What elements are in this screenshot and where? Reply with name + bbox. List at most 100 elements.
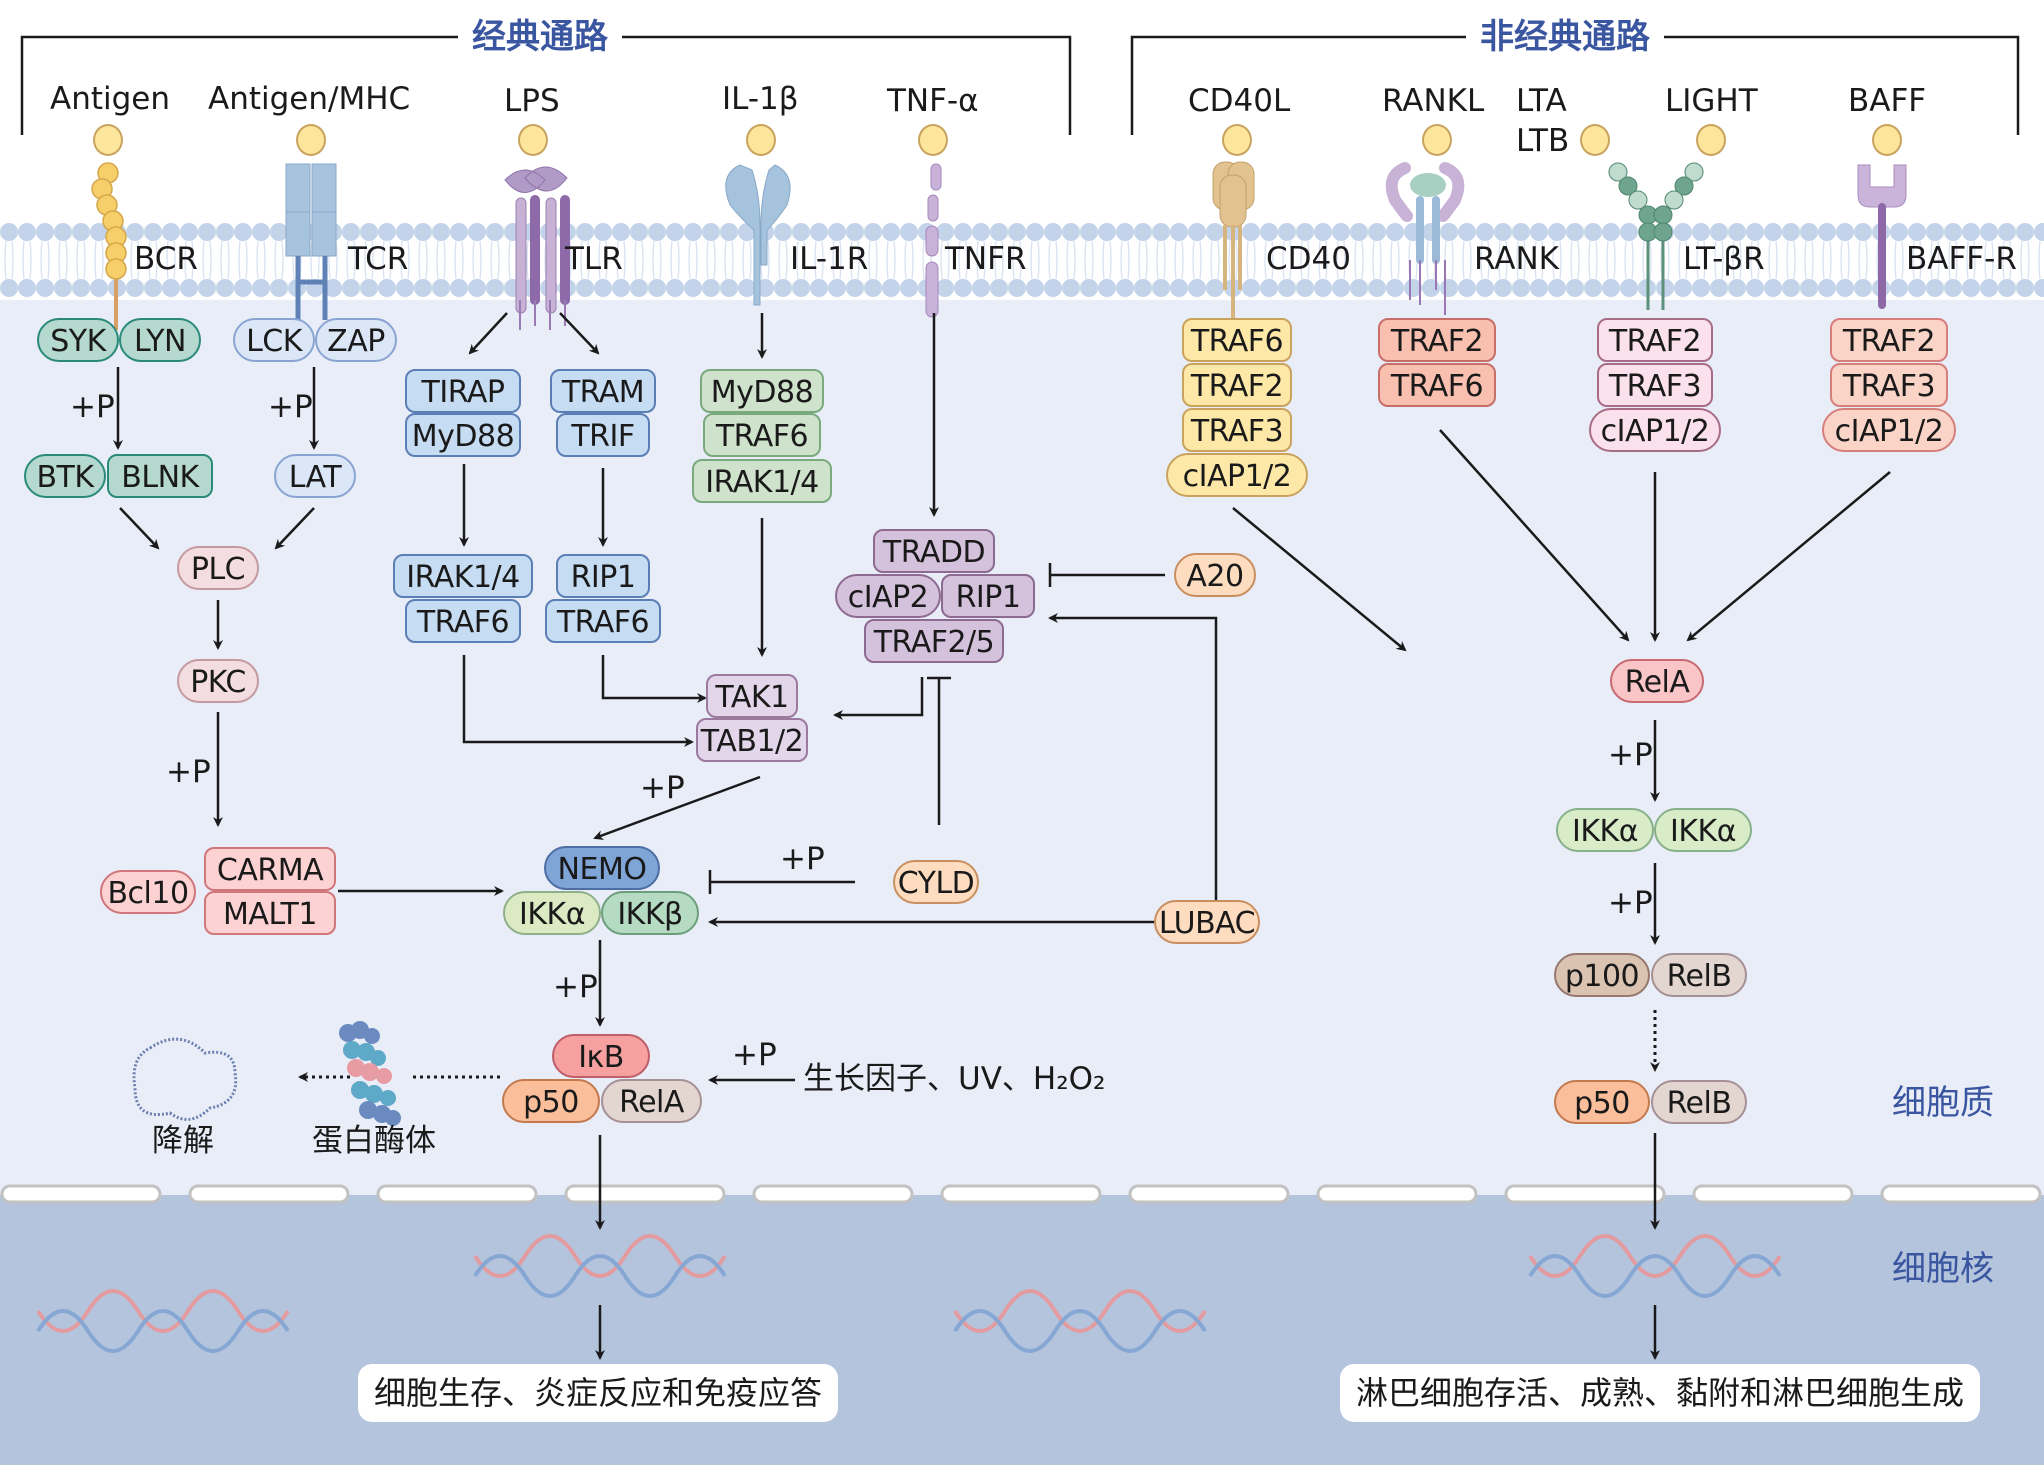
nucleus-label: 细胞核 [1892, 1249, 1994, 1289]
cell-membrane [0, 220, 2044, 300]
node-rank-traf2: TRAF2 [1378, 318, 1496, 362]
node-baffr-traf2: TRAF2 [1830, 318, 1948, 362]
node-tradd: TRADD [873, 529, 995, 573]
phospho-label: +P [1608, 885, 1653, 921]
node-cd40-ciap: cIAP1/2 [1166, 453, 1308, 497]
node-rip1-tlr: RIP1 [556, 554, 650, 598]
node-rela: RelA [601, 1079, 702, 1123]
node-lubac: LUBAC [1154, 900, 1260, 944]
node-rela-noncanonical: RelA [1610, 659, 1704, 703]
stimuli-label: 生长因子、UV、H₂O₂ [803, 1061, 1106, 1097]
phospho-label: +P [780, 841, 825, 877]
receptor-tlr-label: TLR [565, 241, 623, 277]
node-baffr-traf3: TRAF3 [1830, 363, 1948, 407]
section-title-noncanonical: 非经典通路 [1466, 20, 1664, 54]
node-ikka-nc-1: IKKα [1556, 808, 1654, 852]
node-relb-2: RelB [1651, 1080, 1747, 1124]
node-myd88-il1: MyD88 [700, 369, 824, 413]
node-bcl10: Bcl10 [100, 870, 196, 914]
receptor-cd40-label: CD40 [1266, 241, 1351, 277]
node-traf25: TRAF2/5 [864, 619, 1004, 663]
receptor-rank-label: RANK [1474, 241, 1560, 277]
phospho-label: +P [553, 969, 598, 1005]
node-zap: ZAP [315, 318, 397, 362]
ligand-cd40l-icon [1222, 124, 1252, 156]
cytoplasm-region [0, 225, 2044, 1195]
node-pkc: PKC [177, 659, 259, 703]
node-plc: PLC [177, 546, 259, 590]
ligand-antigen-mhc-icon [296, 124, 326, 156]
phospho-label: +P [732, 1037, 777, 1073]
receptor-tnfr-label: TNFR [945, 241, 1027, 277]
node-ikka-nc-2: IKKα [1654, 808, 1752, 852]
node-lck: LCK [233, 318, 315, 362]
ligand-rankl-icon [1422, 124, 1452, 156]
node-tram: TRAM [550, 369, 656, 413]
ligand-rankl-label: RANKL [1382, 83, 1485, 119]
ligand-tnfa-icon [918, 124, 948, 156]
node-carma: CARMA [204, 847, 336, 891]
node-a20: A20 [1174, 553, 1256, 597]
ligand-antigen-icon [93, 124, 123, 156]
ligand-antigen-mhc-label: Antigen/MHC [208, 81, 411, 117]
node-cd40-traf3: TRAF3 [1182, 408, 1292, 452]
receptor-ltbr-label: LT-βR [1683, 241, 1765, 277]
node-p50: p50 [502, 1079, 600, 1123]
node-p50-noncanonical: p50 [1554, 1080, 1650, 1124]
node-cyld: CYLD [893, 860, 979, 904]
outcome-noncanonical: 淋巴细胞存活、成熟、黏附和淋巴细胞生成 [1340, 1364, 1981, 1422]
ligand-il1b-label: IL-1β [722, 81, 799, 117]
receptor-il1r-label: IL-1R [790, 241, 869, 277]
node-irak14-tlr: IRAK1/4 [393, 554, 533, 598]
ligand-light-label: LIGHT [1665, 83, 1758, 119]
node-traf6-tlr-1: TRAF6 [405, 599, 521, 643]
node-tab12: TAB1/2 [696, 718, 808, 762]
node-ikka: IKKα [503, 891, 601, 935]
node-malt1: MALT1 [204, 891, 336, 935]
node-lyn: LYN [119, 318, 201, 362]
node-ltbr-traf3: TRAF3 [1597, 363, 1713, 407]
node-tirap: TIRAP [405, 369, 521, 413]
phospho-label: +P [268, 389, 313, 425]
ligand-tnfa-label: TNF-α [887, 83, 979, 119]
ligand-lps-icon [518, 124, 548, 156]
node-rip1-tnf: RIP1 [941, 574, 1035, 618]
phospho-label: +P [166, 754, 211, 790]
node-traf6-tlr-2: TRAF6 [545, 599, 661, 643]
node-blnk: BLNK [107, 454, 213, 498]
node-cd40-traf6: TRAF6 [1182, 318, 1292, 362]
cytoplasm-label: 细胞质 [1892, 1083, 1994, 1123]
section-title-canonical: 经典通路 [458, 20, 622, 54]
ligand-ltb-label: LTB [1516, 123, 1570, 159]
nuclear-envelope [0, 1184, 2042, 1204]
ligand-baff-label: BAFF [1848, 83, 1927, 119]
ligand-light-icon [1696, 124, 1726, 156]
ligand-lta-ltb-icon [1580, 124, 1610, 156]
phospho-label: +P [70, 389, 115, 425]
ligand-antigen-label: Antigen [50, 81, 171, 117]
proteasome-label: 蛋白酶体 [312, 1123, 436, 1159]
node-cd40-traf2: TRAF2 [1182, 363, 1292, 407]
node-nemo: NEMO [544, 846, 660, 890]
node-myd88-tlr: MyD88 [405, 413, 521, 457]
node-traf6-il1: TRAF6 [703, 413, 821, 457]
node-syk: SYK [37, 318, 119, 362]
receptor-tcr-label: TCR [348, 241, 409, 277]
node-lat: LAT [274, 454, 356, 498]
phospho-label: +P [1608, 737, 1653, 773]
node-btk: BTK [24, 454, 106, 498]
ligand-lta-label: LTA [1516, 83, 1567, 119]
node-baffr-ciap: cIAP1/2 [1822, 408, 1956, 452]
degradation-label: 降解 [152, 1123, 214, 1159]
node-tak1: TAK1 [706, 674, 798, 718]
node-rank-traf6: TRAF6 [1378, 363, 1496, 407]
ligand-baff-icon [1872, 124, 1902, 156]
receptor-baffr-label: BAFF-R [1906, 241, 2017, 277]
node-ltbr-traf2: TRAF2 [1597, 318, 1713, 362]
ligand-il1b-icon [746, 124, 776, 156]
node-p100: p100 [1554, 953, 1650, 997]
phospho-label: +P [640, 770, 685, 806]
node-ikkb: IKKβ [601, 891, 699, 935]
ligand-lps-label: LPS [504, 83, 560, 119]
ligand-cd40l-label: CD40L [1188, 83, 1291, 119]
